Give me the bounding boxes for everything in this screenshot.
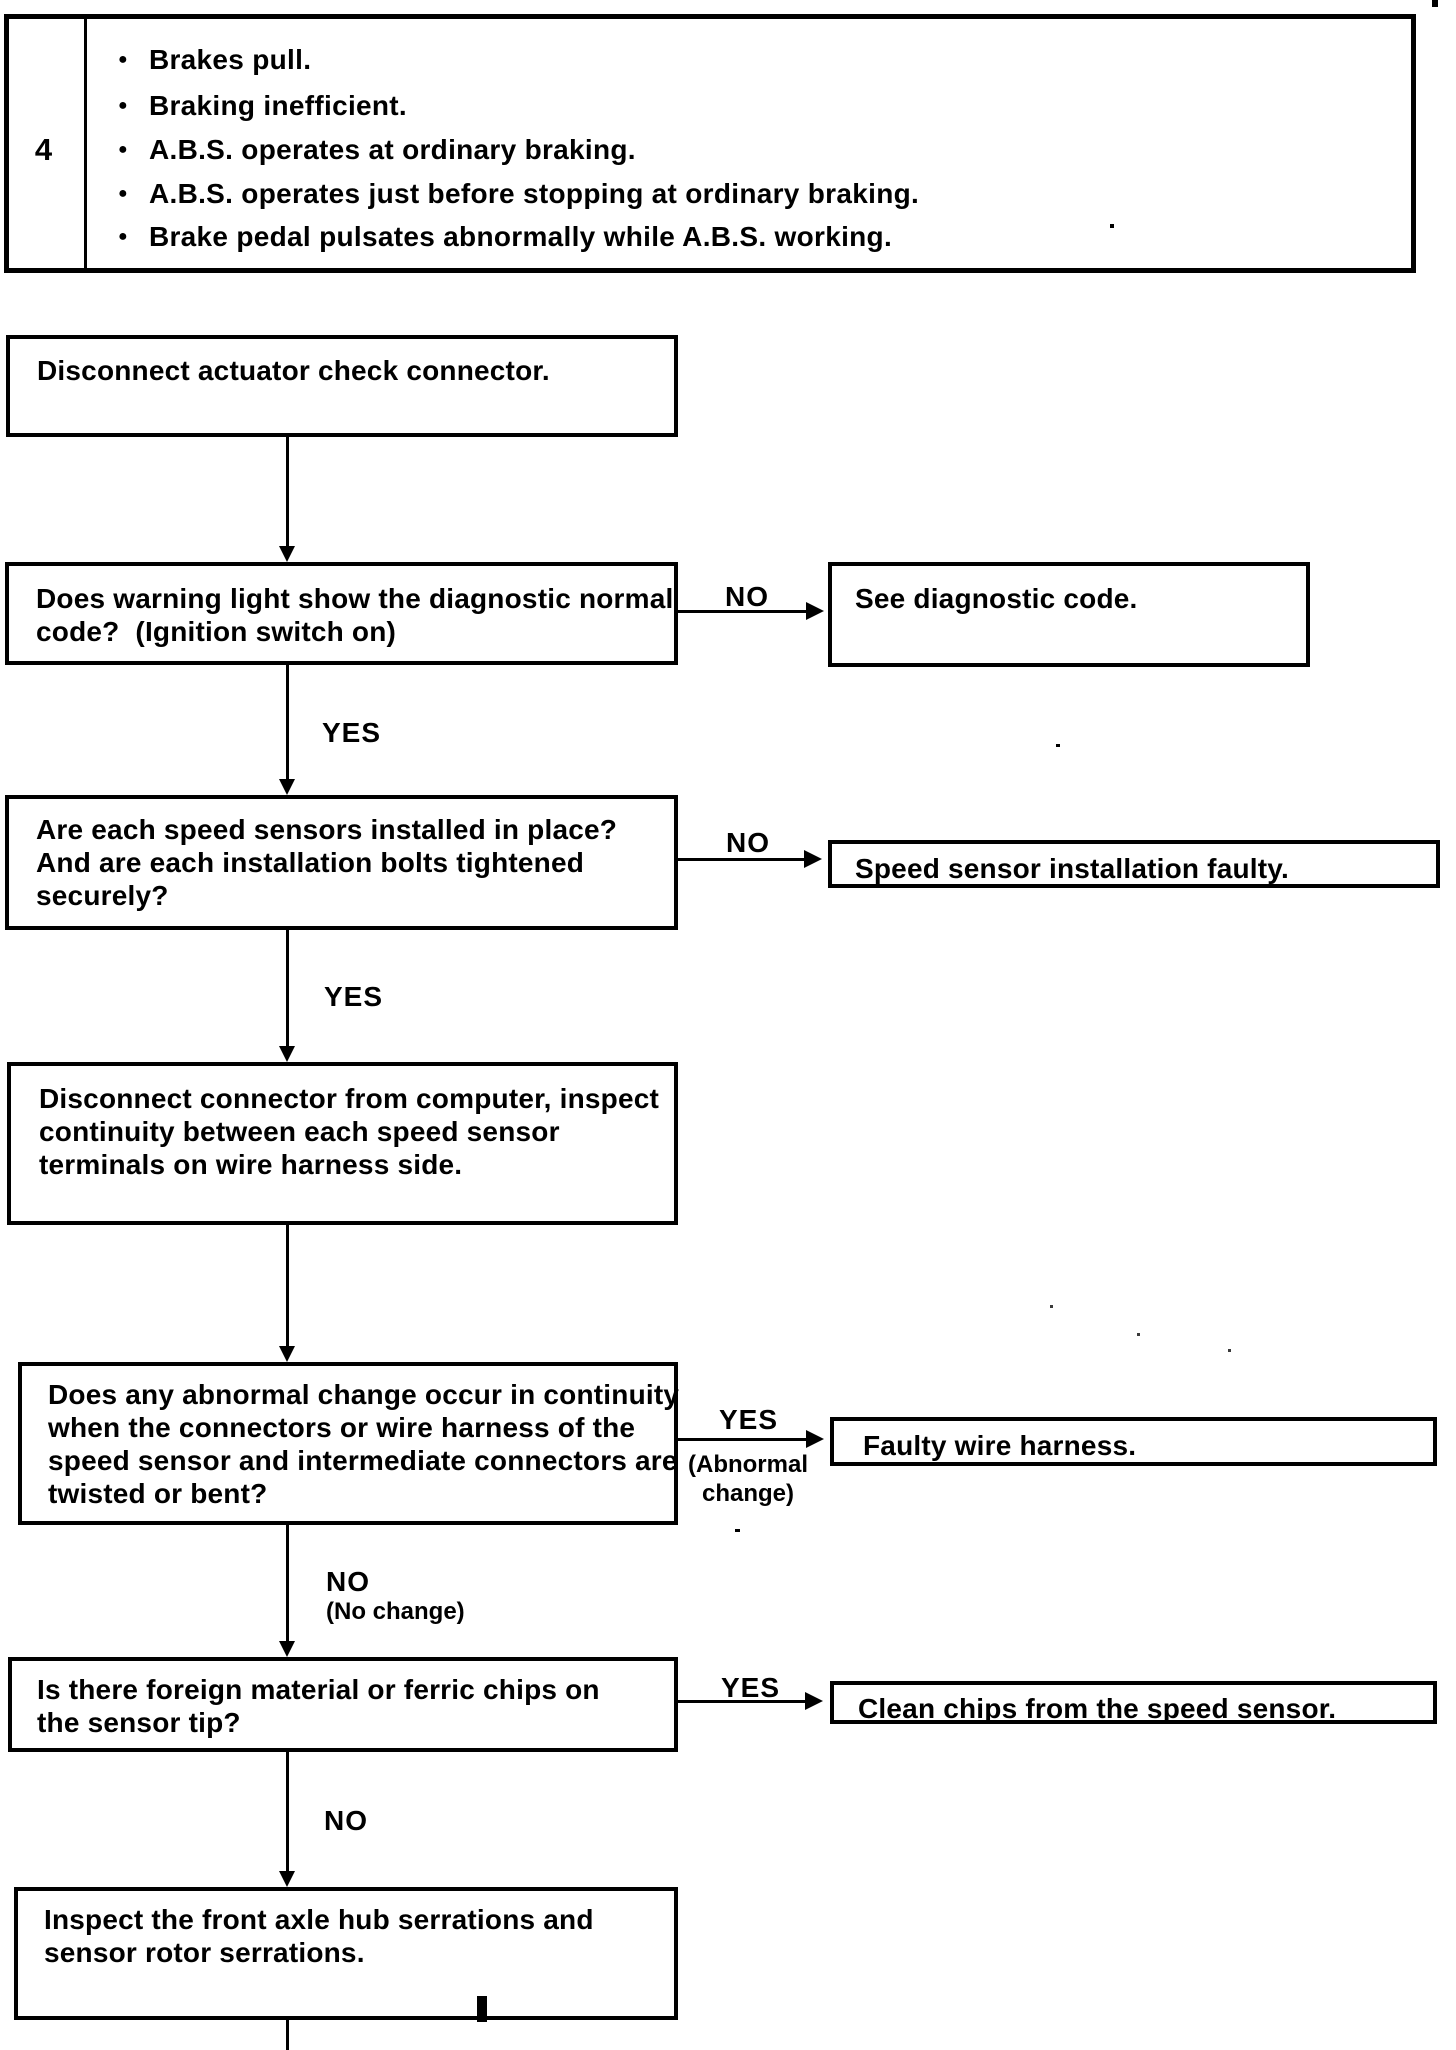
connector-right-no-1 [678,610,808,613]
result-text: Faulty wire harness. [863,1430,1137,1461]
branch-label-no-1: NO [725,581,769,612]
scan-artifact [1228,1349,1231,1352]
flow-box-text-line: Are each speed sensors installed in plac… [36,814,618,845]
arrowhead-down-icon [279,1346,295,1362]
connector-right-no-2 [678,858,806,861]
flow-box-text-line: terminals on wire harness side. [39,1149,463,1180]
flow-box-text-line: And are each installation bolts tightene… [36,847,585,878]
flow-box-text-line: Is there foreign material or ferric chip… [37,1674,600,1705]
flow-box-text-line: securely? [36,880,169,911]
branch-label-yes-4: YES [721,1672,781,1703]
symptom-item: ● Brakes pull. [118,44,311,76]
arrowhead-right-icon [806,1430,824,1448]
symptom-table [4,14,1416,273]
connector-down-1 [286,437,289,549]
branch-label-yes-3: YES [719,1404,779,1435]
connector-down-5 [286,1525,289,1644]
result-text: Clean chips from the speed sensor. [858,1693,1337,1724]
symptom-text: Brake pedal pulsates abnormally while A.… [148,221,893,252]
bullet-icon: ● [118,97,128,114]
connector-down-6 [286,1752,289,1874]
flow-box-text-line: twisted or bent? [48,1478,268,1509]
symptom-text: Braking inefficient. [148,90,408,121]
flow-box-text-line: Disconnect connector from computer, insp… [39,1083,660,1114]
branch-label-no-3: NO [326,1566,370,1597]
arrowhead-right-icon [805,1692,823,1710]
connector-down-3 [286,930,289,1049]
flow-box-speed-sensor-installed-question: Are each speed sensors installed in plac… [5,795,678,930]
scan-artifact [1432,0,1438,7]
qualifier-line: (Abnormal [688,1451,808,1478]
flow-box-text-line: continuity between each speed sensor [39,1116,560,1147]
flow-box-text-line: Does warning light show the diagnostic n… [36,583,674,614]
branch-qualifier-abnormal-change: (Abnormal change) [678,1450,818,1508]
symptom-item: ● A.B.S. operates at ordinary braking. [118,134,636,166]
arrowhead-down-icon [279,546,295,562]
bullet-icon: ● [118,51,128,68]
flow-box-text-line: Inspect the front axle hub serrations an… [44,1904,594,1935]
scan-artifact [1056,744,1060,747]
connector-right-yes-4 [678,1700,807,1703]
branch-label-yes-1: YES [322,717,382,748]
scan-artifact [477,1996,487,2022]
connector-down-2 [286,665,289,782]
branch-label-yes-2: YES [324,981,384,1012]
flow-box-text-line: Disconnect actuator check connector. [37,355,550,386]
flow-box-text-line: the sensor tip? [37,1707,241,1738]
arrowhead-down-icon [279,1046,295,1062]
connector-down-7 [286,2020,289,2050]
connector-down-4 [286,1225,289,1349]
result-box-sensor-installation-faulty: Speed sensor installation faulty. [828,840,1440,888]
arrowhead-down-icon [279,779,295,795]
flow-box-text-line: sensor rotor serrations. [44,1937,365,1968]
scan-artifact [1137,1333,1140,1336]
symptom-item: ● Brake pedal pulsates abnormally while … [118,221,892,253]
qualifier-line: change) [701,1480,794,1507]
flow-box-text-line: when the connectors or wire harness of t… [48,1412,636,1443]
bullet-icon: ● [118,228,128,245]
result-box-see-diagnostic-code: See diagnostic code. [828,562,1310,667]
branch-label-no-2: NO [726,827,770,858]
flow-box-text-line: Does any abnormal change occur in contin… [48,1379,680,1410]
flow-box-disconnect-check-connector: Disconnect actuator check connector. [6,335,678,437]
branch-qualifier-no-change: (No change) [326,1598,465,1625]
result-box-faulty-wire-harness: Faulty wire harness. [830,1417,1437,1466]
scan-artifact [735,1529,740,1532]
arrowhead-down-icon [279,1641,295,1657]
flow-box-inspect-continuity: Disconnect connector from computer, insp… [7,1062,678,1225]
scan-artifact [1050,1305,1053,1308]
bullet-icon: ● [118,185,128,202]
symptom-text: A.B.S. operates at ordinary braking. [148,134,636,165]
result-text: Speed sensor installation faulty. [855,853,1289,884]
result-text: See diagnostic code. [855,583,1138,614]
branch-label-no-4: NO [324,1805,368,1836]
symptom-text: A.B.S. operates just before stopping at … [148,178,920,209]
arrowhead-down-icon [279,1871,295,1887]
flow-box-warning-light-question: Does warning light show the diagnostic n… [5,562,678,665]
flow-box-text-line: code? (Ignition switch on) [36,616,397,647]
bullet-icon: ● [118,141,128,158]
flow-box-inspect-hub-serrations: Inspect the front axle hub serrations an… [14,1887,678,2020]
symptom-table-divider [84,14,87,273]
flow-box-foreign-material-question: Is there foreign material or ferric chip… [8,1657,678,1752]
connector-right-yes-3 [678,1438,808,1441]
scan-artifact [1110,224,1114,228]
symptom-item: ● Braking inefficient. [118,90,407,122]
symptom-row-number: 4 [34,132,54,167]
arrowhead-right-icon [804,850,822,868]
flow-box-abnormal-change-question: Does any abnormal change occur in contin… [18,1362,680,1525]
flow-box-text-line: speed sensor and intermediate connectors… [48,1445,678,1476]
symptom-item: ● A.B.S. operates just before stopping a… [118,178,919,210]
symptom-text: Brakes pull. [148,44,312,75]
result-box-clean-chips: Clean chips from the speed sensor. [830,1681,1437,1724]
arrowhead-right-icon [806,602,824,620]
